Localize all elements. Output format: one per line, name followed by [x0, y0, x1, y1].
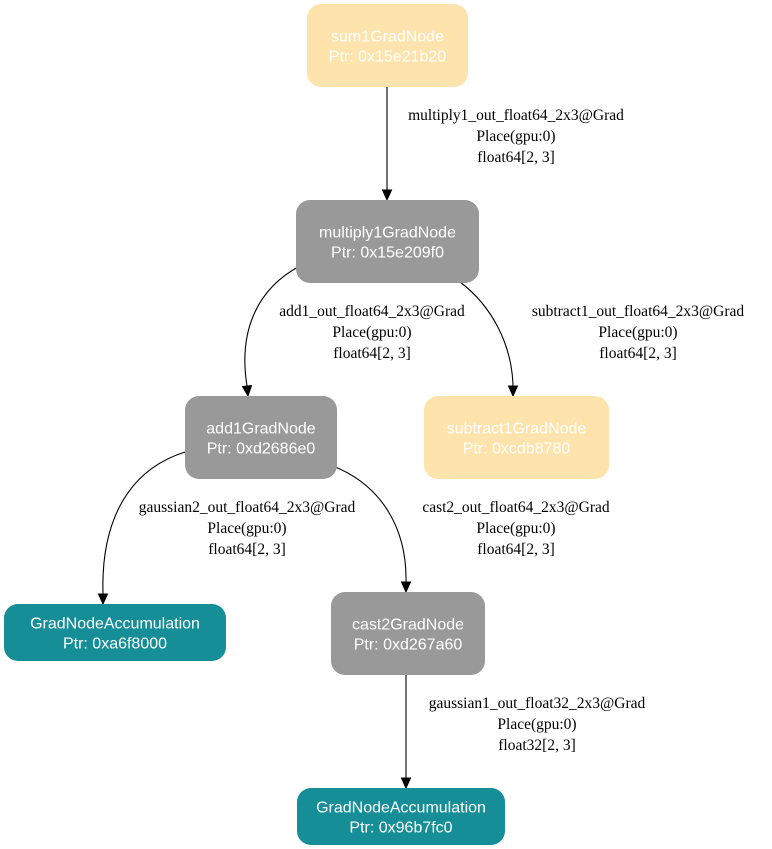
edges-layer: multiply1_out_float64_2x3@GradPlace(gpu:…	[97, 87, 745, 790]
node-ptr: Ptr: 0x15e209f0	[331, 245, 444, 262]
edge-sum1-to-multiply1: multiply1_out_float64_2x3@GradPlace(gpu:…	[381, 87, 624, 202]
node-box	[4, 604, 226, 661]
node-ptr: Ptr: 0xa6f8000	[63, 636, 167, 653]
edge-label-line: float32[2, 3]	[498, 737, 575, 754]
node-ptr: Ptr: 0xcdb8780	[463, 441, 571, 458]
node-name: sum1GradNode	[331, 29, 444, 46]
edge-cast2-to-acc2: gaussian1_out_float32_2x3@GradPlace(gpu:…	[400, 675, 646, 790]
edge-label-line: gaussian1_out_float32_2x3@Grad	[429, 695, 646, 712]
edge-line	[244, 265, 301, 387]
arrowhead-icon	[400, 777, 412, 790]
arrowhead-icon	[97, 593, 109, 606]
arrowhead-icon	[381, 189, 393, 202]
node-name: add1GradNode	[206, 421, 316, 438]
edge-label-line: Place(gpu:0)	[332, 324, 411, 341]
edge-line	[332, 465, 407, 583]
edge-line	[102, 451, 186, 595]
edge-label-line: Place(gpu:0)	[476, 128, 555, 145]
arrowhead-icon	[241, 385, 253, 398]
edge-label-line: add1_out_float64_2x3@Grad	[279, 303, 465, 320]
edge-label-line: Place(gpu:0)	[207, 520, 286, 537]
node-box	[185, 396, 337, 479]
edge-label-line: Place(gpu:0)	[476, 520, 555, 537]
node-box	[296, 200, 479, 283]
node-ptr: Ptr: 0x96b7fc0	[349, 820, 452, 837]
node-name: GradNodeAccumulation	[30, 616, 200, 633]
node-box	[331, 592, 485, 675]
edge-label-line: Place(gpu:0)	[497, 716, 576, 733]
edge-line	[459, 281, 514, 387]
edge-add1-to-acc1: gaussian2_out_float64_2x3@GradPlace(gpu:…	[97, 451, 356, 606]
node-box	[297, 788, 505, 845]
node-box	[424, 396, 609, 479]
node-box	[307, 4, 468, 87]
node-ptr: Ptr: 0xd267a60	[354, 637, 463, 654]
edge-label-line: Place(gpu:0)	[598, 324, 677, 341]
node-name: subtract1GradNode	[447, 421, 587, 438]
edge-label-line: float64[2, 3]	[333, 345, 410, 362]
node-ptr: Ptr: 0xd2686e0	[207, 441, 316, 458]
arrowhead-icon	[400, 581, 412, 594]
node-name: multiply1GradNode	[319, 225, 456, 242]
node-ptr: Ptr: 0x15e21b20	[329, 49, 447, 66]
edge-label-line: float64[2, 3]	[208, 541, 285, 558]
edge-label-line: float64[2, 3]	[599, 345, 676, 362]
edge-label-line: multiply1_out_float64_2x3@Grad	[408, 107, 624, 124]
edge-label-line: float64[2, 3]	[477, 541, 554, 558]
node-name: cast2GradNode	[352, 617, 464, 634]
edge-multiply1-to-subtract1: subtract1_out_float64_2x3@GradPlace(gpu:…	[459, 281, 745, 398]
edge-label-line: subtract1_out_float64_2x3@Grad	[532, 303, 745, 320]
node-name: GradNodeAccumulation	[316, 800, 486, 817]
edge-label-line: gaussian2_out_float64_2x3@Grad	[139, 499, 356, 516]
edge-label-line: cast2_out_float64_2x3@Grad	[422, 499, 610, 516]
edge-label-line: float64[2, 3]	[477, 149, 554, 166]
arrowhead-icon	[507, 385, 519, 398]
